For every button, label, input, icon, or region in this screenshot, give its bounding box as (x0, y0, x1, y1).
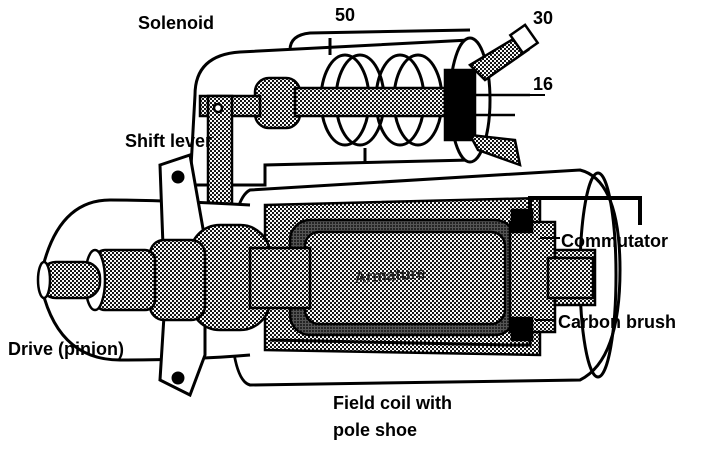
solenoid-label: Solenoid (138, 13, 214, 33)
pinion-drive (36, 223, 595, 332)
field-coil-label-line2: pole shoe (333, 420, 418, 440)
field-coil (263, 196, 542, 357)
shift-lever-label: Shift lever (125, 131, 213, 151)
armature-label: Armature (354, 265, 426, 287)
leader-lines (515, 94, 560, 321)
solenoid-terminals (465, 23, 540, 167)
terminal-30-label: 30 (533, 8, 554, 28)
terminal-16-label: 16 (533, 74, 554, 94)
carbon-brush-label: Carbon brush (558, 312, 677, 332)
drive-pinion-label: Drive (pinion) (8, 339, 124, 359)
commutator-label: Commutator (561, 231, 668, 251)
terminal-50-label: 50 (335, 5, 356, 25)
field-coil-label-line1: Field coil with (333, 393, 453, 413)
solenoid-plunger (253, 68, 477, 142)
